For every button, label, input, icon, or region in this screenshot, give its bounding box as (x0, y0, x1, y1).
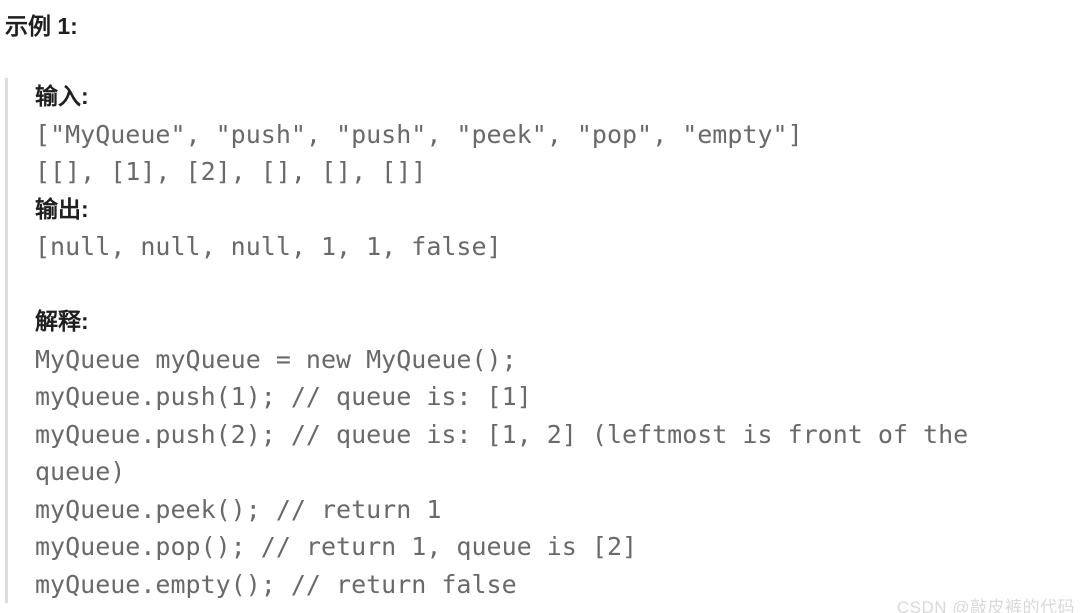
example-pre-block: 输入: ["MyQueue", "push", "push", "peek", … (5, 78, 1035, 603)
input-operations-line: ["MyQueue", "push", "push", "peek", "pop… (35, 119, 803, 149)
explanation-line-constructor: MyQueue myQueue = new MyQueue(); (35, 344, 517, 374)
input-arguments-line: [[], [1], [2], [], [], []] (35, 157, 427, 186)
blank-line (35, 266, 1035, 304)
example-section: 示例 1: 输入: ["MyQueue", "push", "push", "p… (0, 12, 1086, 613)
input-label: 输入: (35, 83, 89, 109)
explanation-line-empty: myQueue.empty(); // return false (35, 569, 517, 599)
explanation-line-pop: myQueue.pop(); // return 1, queue is [2] (35, 532, 638, 561)
explanation-label: 解释: (35, 308, 89, 334)
csdn-watermark: CSDN @敲皮裤的代码 (896, 598, 1075, 613)
explanation-line-push1: myQueue.push(1); // queue is: [1] (35, 382, 532, 411)
explanation-line-peek: myQueue.peek(); // return 1 (35, 494, 442, 524)
explanation-line-push2: myQueue.push(2); // queue is: [1, 2] (le… (35, 419, 984, 487)
output-value-line: [null, null, null, 1, 1, false] (35, 232, 502, 261)
output-label: 输出: (35, 195, 89, 222)
example-heading: 示例 1: (5, 13, 78, 39)
